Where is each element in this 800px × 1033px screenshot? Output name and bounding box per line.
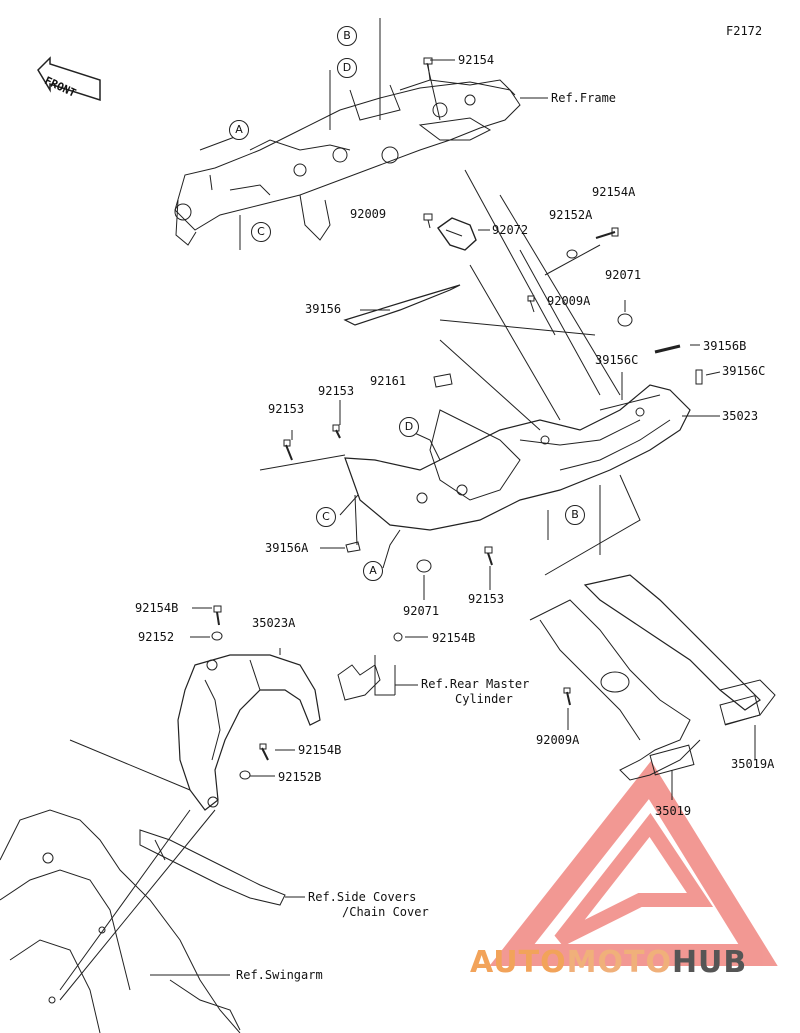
part-92009: 92009 [350, 207, 387, 221]
figure-code: F2172 [726, 24, 763, 38]
swingarm-side-cover-area [0, 809, 286, 1033]
part-39156: 39156 [305, 302, 342, 316]
part-39156b: 39156B [703, 339, 747, 353]
frame-assembly [174, 79, 521, 246]
watermark-auto: AUTO [470, 945, 567, 980]
part-39156c-right: 39156C [722, 364, 766, 378]
part-92153-c: 92153 [468, 592, 505, 606]
part-92153-b: 92153 [318, 384, 355, 398]
part-92152b: 92152B [278, 770, 322, 784]
screw-92009 [423, 213, 433, 229]
bolt-92154 [423, 57, 433, 81]
part-92072: 92072 [492, 223, 529, 237]
rear-master-bracket [337, 632, 403, 701]
part-92152a: 92152A [549, 208, 593, 222]
ref-frame: Ref.Frame [551, 91, 617, 105]
front-direction-arrow-icon [37, 56, 101, 102]
part-35023a: 35023A [252, 616, 296, 630]
watermark-logo-text: AUTOMOTOHUB [470, 945, 747, 980]
part-35019a: 35019A [731, 757, 775, 771]
part-35019: 35019 [655, 804, 692, 818]
ref-rear-master-line1: Ref.Rear Master [421, 677, 530, 691]
clip-92072 [437, 217, 477, 251]
callout-d-top: D [337, 58, 357, 78]
ref-swingarm: Ref.Swingarm [236, 968, 323, 982]
callout-a-mid: A [363, 561, 383, 581]
part-92152: 92152 [138, 630, 175, 644]
part-92154a: 92154A [592, 185, 636, 199]
ref-rear-master-line2: Cylinder [455, 692, 513, 706]
part-39156c-left: 39156C [595, 353, 639, 367]
part-92154: 92154 [458, 53, 495, 67]
callout-a-top: A [229, 120, 249, 140]
part-92154b-b: 92154B [432, 631, 476, 645]
ref-side-covers-line1: Ref.Side Covers [308, 890, 417, 904]
watermark-moto: MOTO [566, 945, 672, 980]
part-92153-a: 92153 [268, 402, 305, 416]
part-92154b-a: 92154B [135, 601, 179, 615]
part-92071-bottom: 92071 [403, 604, 440, 618]
part-92009a-bottom: 92009A [536, 733, 580, 747]
callout-d-mid: D [399, 417, 419, 437]
callout-c-top: C [251, 222, 271, 242]
callout-c-mid: C [316, 507, 336, 527]
tail-lamp-bracket-35019 [529, 574, 776, 781]
ref-side-covers-line2: /Chain Cover [342, 905, 429, 919]
part-92009a-top: 92009A [547, 294, 591, 308]
callout-b-mid: B [565, 505, 585, 525]
inner-fender-35023 [344, 384, 691, 531]
part-35023: 35023 [722, 409, 759, 423]
watermark-hub: HUB [671, 945, 748, 980]
callout-b-top: B [337, 26, 357, 46]
watermark-triangle [489, 760, 778, 966]
part-92071-top: 92071 [605, 268, 642, 282]
part-92154b-c: 92154B [298, 743, 342, 757]
part-39156a: 39156A [265, 541, 309, 555]
rear-fender-35023a [177, 654, 321, 811]
part-92161: 92161 [370, 374, 407, 388]
